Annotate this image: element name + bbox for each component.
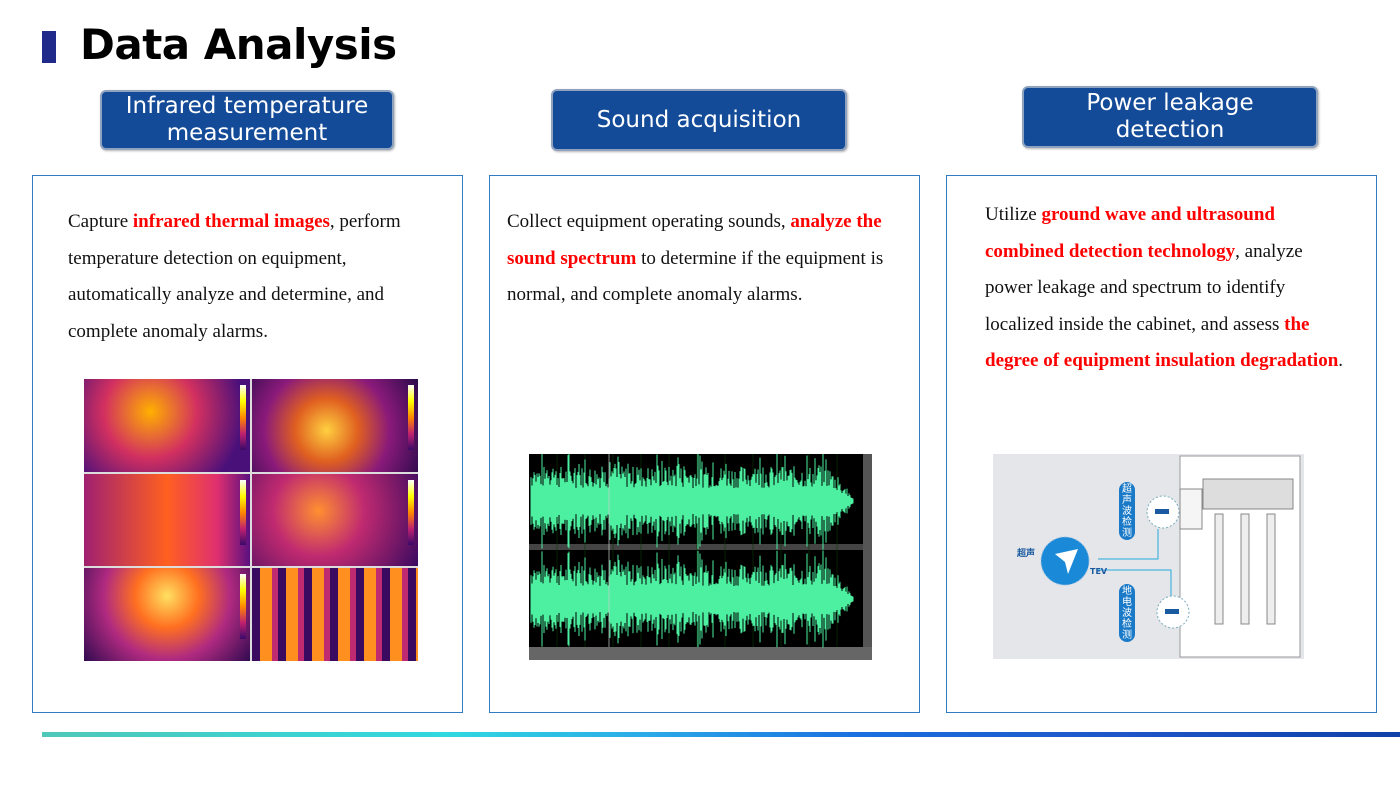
thermal-image	[84, 473, 250, 567]
highlight-text: the degree of equipment insulation degra…	[985, 313, 1339, 372]
sound-waveform	[529, 454, 872, 660]
header-infrared: Infrared temperature measurement	[100, 90, 394, 150]
sound-description: Collect equipment operating sounds, anal…	[507, 204, 892, 314]
body-text: .	[1338, 350, 1344, 372]
body-text: , perform temperature detection on equip…	[68, 211, 401, 342]
label-ultrasonic-detection: 超声波检测	[1122, 484, 1132, 539]
leakage-diagram: 超声波检测 地电波检测 超声 TEV	[993, 454, 1304, 659]
thermal-image	[252, 568, 418, 661]
infrared-description: Capture infrared thermal images, perform…	[68, 204, 428, 350]
highlight-text: analyze the sound spectrum	[507, 211, 882, 269]
body-text: Collect equipment operating sounds,	[507, 211, 791, 232]
thermal-image	[252, 473, 418, 567]
page-title: Data Analysis	[80, 20, 397, 69]
title-accent-bar	[42, 31, 56, 63]
body-text: to determine if the equipment is normal,…	[507, 247, 884, 306]
label-ground-wave-detection: 地电波检测	[1122, 586, 1132, 641]
highlight-text: infrared thermal images	[132, 211, 330, 232]
leakage-description: Utilize ground wave and ultrasound combi…	[985, 197, 1350, 380]
label-tev: TEV	[1090, 567, 1108, 576]
bottom-gradient-bar	[42, 732, 1400, 737]
header-leakage: Power leakage detection	[1022, 86, 1318, 148]
thermal-image	[84, 379, 250, 472]
thermal-image	[84, 568, 250, 661]
body-text: Capture	[68, 211, 133, 232]
label-ultrasonic: 超声	[1017, 549, 1036, 559]
thermal-images-grid	[84, 379, 418, 661]
body-text: , analyze power leakage and spectrum to …	[985, 240, 1303, 335]
header-sound: Sound acquisition	[551, 89, 847, 151]
body-text: Utilize	[985, 204, 1042, 225]
thermal-image	[252, 379, 418, 472]
highlight-text: ground wave and ultrasound combined dete…	[985, 204, 1275, 262]
